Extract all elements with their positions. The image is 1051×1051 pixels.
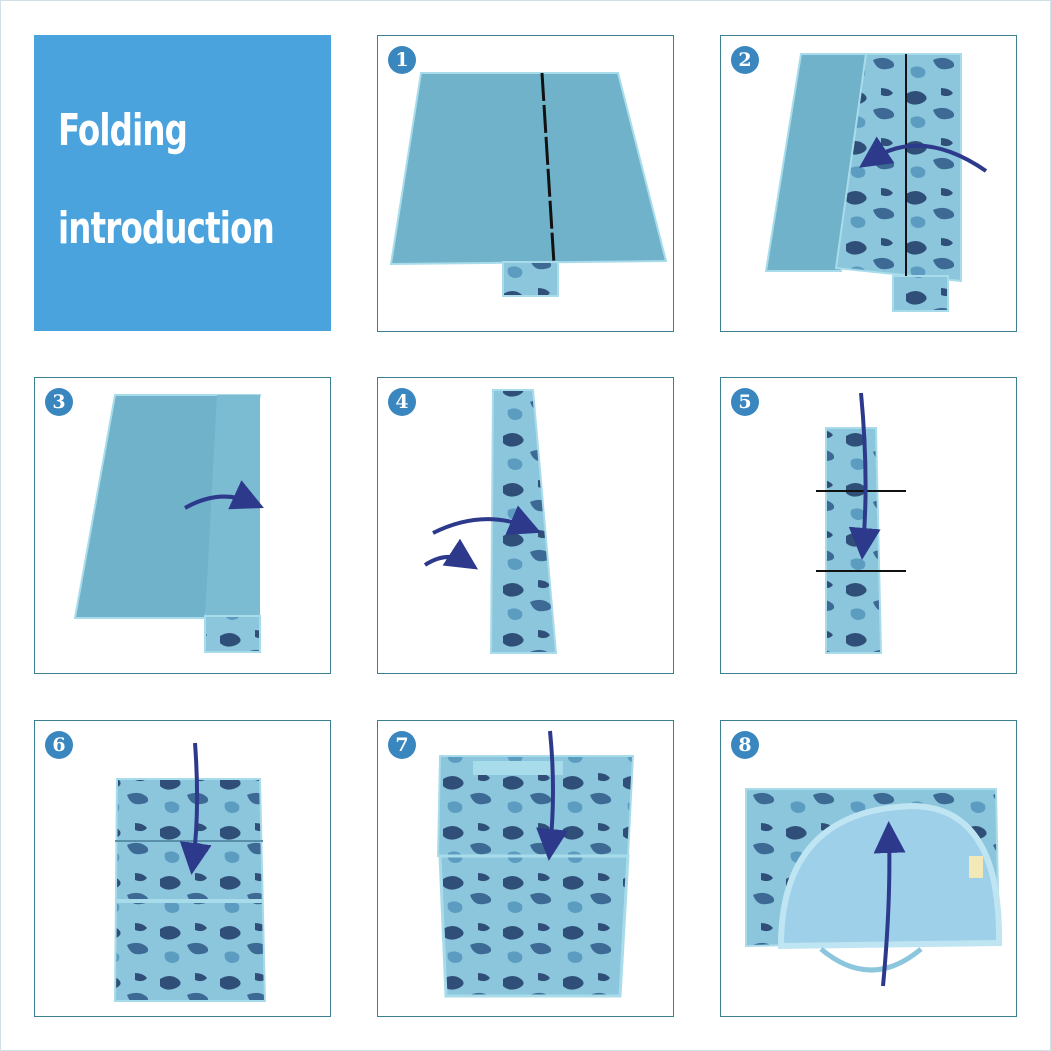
step-number-badge: 6 xyxy=(45,731,73,759)
step-2-illustration xyxy=(764,53,988,312)
step-number-badge: 8 xyxy=(731,731,759,759)
step-number-badge: 7 xyxy=(388,731,416,759)
title-line-1: Folding xyxy=(58,105,188,156)
step-panel-3: 3 xyxy=(34,377,331,674)
step-panel-7: 7 xyxy=(377,720,674,1017)
step-number-badge: 1 xyxy=(388,46,416,74)
step-number-badge: 2 xyxy=(731,46,759,74)
step-panel-2: 2 xyxy=(720,35,1017,332)
step-number-badge: 4 xyxy=(388,388,416,416)
step-8-illustration xyxy=(745,788,1003,987)
title-line-2: introduction xyxy=(58,203,275,254)
step-4-illustration xyxy=(423,389,558,654)
step-panel-4: 4 xyxy=(377,377,674,674)
step-number-badge: 3 xyxy=(45,388,73,416)
step-7-illustration xyxy=(436,730,635,998)
step-panel-1: 1 xyxy=(377,35,674,332)
step-1-illustration xyxy=(389,72,668,297)
step-5-illustration xyxy=(816,392,906,654)
step-6-illustration xyxy=(113,742,267,1002)
step-panel-6: 6 xyxy=(34,720,331,1017)
step-panel-5: 5 xyxy=(720,377,1017,674)
step-panel-8: 8 xyxy=(720,720,1017,1017)
step-number-badge: 5 xyxy=(731,388,759,416)
title-box: Folding introduction xyxy=(34,35,331,331)
step-3-illustration xyxy=(73,394,264,653)
